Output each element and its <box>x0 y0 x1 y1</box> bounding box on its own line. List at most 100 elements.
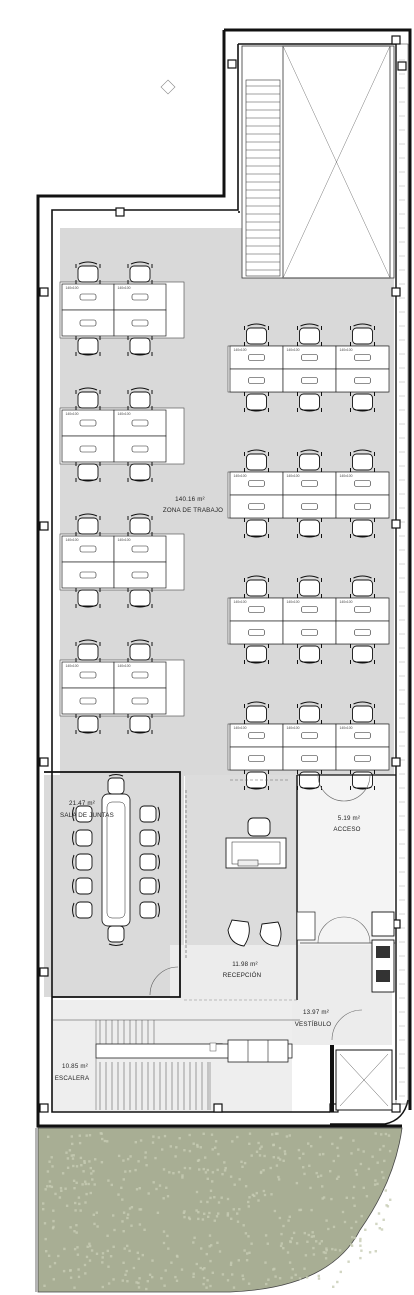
desk-size-label: 140x100 <box>65 412 78 416</box>
desk: 140x100 <box>113 283 167 337</box>
office-chair <box>350 518 375 538</box>
desk: 140x100 <box>335 345 390 393</box>
access-area <box>297 774 396 1112</box>
meeting-chair <box>107 925 125 946</box>
facade-marks <box>399 59 405 1097</box>
lobby-name: VESTÍBULO <box>295 1021 332 1028</box>
office-chair <box>75 336 101 356</box>
office-chair <box>75 639 101 662</box>
office-chair <box>244 449 269 472</box>
meeting-chair <box>72 877 93 895</box>
meeting-chair <box>107 774 125 795</box>
office-chair <box>244 575 269 598</box>
office-chair <box>75 462 101 482</box>
office-chair <box>244 701 269 724</box>
reception-area <box>184 775 316 1001</box>
desk-size-label: 140x100 <box>117 412 130 416</box>
desk-cluster: 140x100 140x100 140x100 <box>229 701 390 790</box>
desk-size-label: 140x100 <box>339 474 352 478</box>
desk-size-label: 140x100 <box>286 600 299 604</box>
desk-cluster: 140x100 140x100 <box>61 387 167 482</box>
desk: 140x100 <box>61 535 115 589</box>
office-chair <box>297 701 322 724</box>
office-chair <box>350 323 375 346</box>
office-chair <box>297 392 322 412</box>
office-chair <box>297 323 322 346</box>
meeting-chair <box>72 853 93 871</box>
desk-size-label: 140x100 <box>65 664 78 668</box>
garden-texture <box>42 1132 392 1291</box>
armchair-left <box>227 919 250 947</box>
desk: 140x100 <box>335 597 390 645</box>
desk-cluster: 140x100 140x100 140x100 <box>229 575 390 664</box>
desk-size-label: 140x100 <box>65 286 78 290</box>
office-chair <box>127 336 153 356</box>
office-chair <box>350 575 375 598</box>
desk-size-label: 140x100 <box>286 726 299 730</box>
desk: 140x100 <box>61 661 115 715</box>
office-chair <box>127 588 153 608</box>
desk: 140x100 <box>229 345 284 393</box>
desk-size-label: 140x100 <box>339 726 352 730</box>
meeting-chair <box>139 877 160 895</box>
desk-size-label: 140x100 <box>233 600 246 604</box>
office-chair <box>127 639 153 662</box>
reception-chair <box>247 817 271 837</box>
office-chair <box>244 392 269 412</box>
desk: 140x100 <box>61 409 115 463</box>
office-chair <box>244 323 269 346</box>
work-zone-name: ZONA DE TRABAJO <box>163 507 223 514</box>
desk-cluster: 140x100 140x100 <box>61 261 167 356</box>
office-chair <box>297 644 322 664</box>
desk-size-label: 140x100 <box>233 474 246 478</box>
exterior-walls <box>36 28 412 1128</box>
meeting-chair <box>72 829 93 847</box>
access-name: ACCESO <box>333 826 360 833</box>
desk-cluster: 140x100 140x100 140x100 <box>229 449 390 538</box>
desk-size-label: 140x100 <box>117 286 130 290</box>
desk-size-label: 140x100 <box>286 348 299 352</box>
meeting-room <box>44 771 187 998</box>
room-labels: 140.16 m² ZONA DE TRABAJO 21.47 m² SALA … <box>55 496 361 1082</box>
stairs-name: ESCALERA <box>55 1075 90 1082</box>
desk: 140x100 <box>335 471 390 519</box>
office-chair <box>75 588 101 608</box>
desk-cluster: 140x100 140x100 140x100 <box>229 323 390 412</box>
office-chair <box>297 518 322 538</box>
desk-size-label: 140x100 <box>339 348 352 352</box>
meeting-room-name: SALA DE JUNTAS <box>60 812 114 819</box>
desk: 140x100 <box>282 345 337 393</box>
office-chair <box>75 513 101 536</box>
desk-size-label: 140x100 <box>233 726 246 730</box>
office-chair <box>297 449 322 472</box>
office-chair <box>350 644 375 664</box>
office-chair <box>127 261 153 284</box>
desk-size-label: 140x100 <box>286 474 299 478</box>
work-zone-area: 140.16 m² <box>175 496 205 503</box>
top-shaft <box>160 45 395 279</box>
desk-size-label: 140x100 <box>233 348 246 352</box>
office-chair <box>297 770 322 790</box>
armchair-right <box>259 921 282 947</box>
office-chair <box>244 518 269 538</box>
facade-strip <box>395 43 409 1105</box>
meeting-chair <box>139 901 160 919</box>
access-area-value: 5.19 m² <box>338 815 360 822</box>
desk: 140x100 <box>282 471 337 519</box>
desk-size-label: 140x100 <box>339 600 352 604</box>
meeting-chair <box>139 853 160 871</box>
office-chair <box>127 714 153 734</box>
meeting-chair <box>139 829 160 847</box>
desk: 140x100 <box>113 409 167 463</box>
desk: 140x100 <box>229 471 284 519</box>
work-zone-top-extension <box>60 228 228 258</box>
office-chair <box>127 513 153 536</box>
desk-size-label: 140x100 <box>65 538 78 542</box>
office-chair <box>350 770 375 790</box>
office-chair <box>75 261 101 284</box>
desk: 140x100 <box>229 723 284 771</box>
office-chair <box>297 575 322 598</box>
